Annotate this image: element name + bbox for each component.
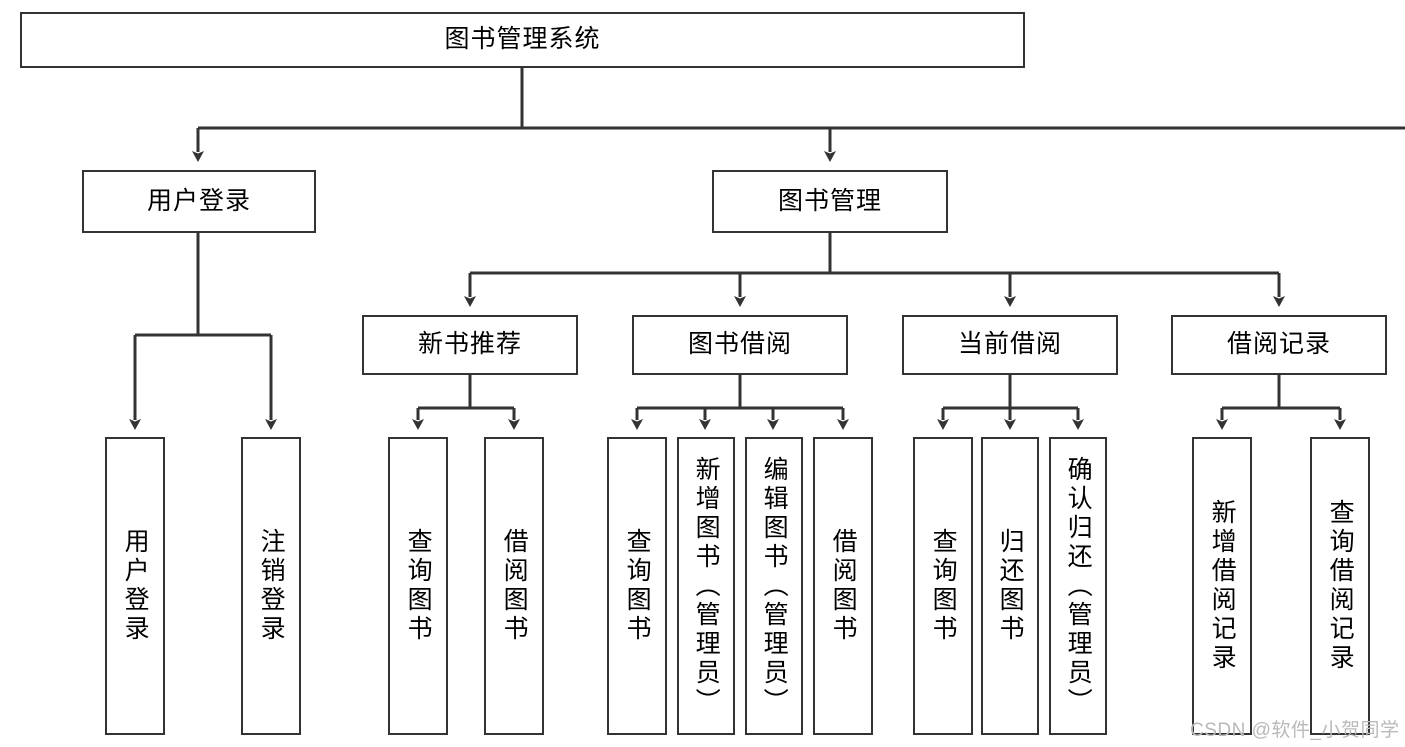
node-new-book-recommend[interactable]: 新书推荐 — [362, 315, 578, 375]
node-label: 查询借阅记录 — [1326, 499, 1355, 673]
node-label: 借阅图书 — [829, 528, 858, 644]
node-label: 用户登录 — [121, 528, 150, 644]
leaf-borrow-book-recommend[interactable]: 借阅图书 — [484, 437, 544, 735]
node-label: 新增借阅记录 — [1208, 499, 1237, 673]
node-root-book-management-system[interactable]: 图书管理系统 — [20, 12, 1025, 68]
leaf-edit-book-admin[interactable]: 编辑图书（管理员） — [745, 437, 803, 735]
node-borrow-record[interactable]: 借阅记录 — [1171, 315, 1387, 375]
node-label: 归还图书 — [996, 528, 1025, 644]
node-label: 查询图书 — [929, 528, 958, 644]
node-book-borrow[interactable]: 图书借阅 — [632, 315, 848, 375]
node-label: 确认归还（管理员） — [1064, 455, 1093, 717]
leaf-return-book[interactable]: 归还图书 — [981, 437, 1039, 735]
leaf-query-borrow-record[interactable]: 查询借阅记录 — [1310, 437, 1370, 735]
leaf-query-book-borrow[interactable]: 查询图书 — [607, 437, 667, 735]
csdn-watermark: CSDN @软件_小贺同学 — [1190, 720, 1400, 741]
node-label: 查询图书 — [404, 528, 433, 644]
node-label: 用户登录 — [146, 186, 251, 215]
leaf-user-login[interactable]: 用户登录 — [105, 437, 165, 735]
node-label: 图书管理系统 — [444, 25, 601, 54]
leaf-query-book-current[interactable]: 查询图书 — [913, 437, 973, 735]
node-current-borrow[interactable]: 当前借阅 — [902, 315, 1118, 375]
node-label: 借阅记录 — [1226, 330, 1331, 359]
leaf-add-borrow-record[interactable]: 新增借阅记录 — [1192, 437, 1252, 735]
node-label: 注销登录 — [257, 528, 286, 644]
node-label: 编辑图书（管理员） — [760, 455, 789, 717]
node-label: 当前借阅 — [957, 330, 1062, 359]
node-label: 查询图书 — [623, 528, 652, 644]
leaf-logout[interactable]: 注销登录 — [241, 437, 301, 735]
node-label: 新书推荐 — [417, 330, 522, 359]
node-label: 借阅图书 — [500, 528, 529, 644]
node-book-management[interactable]: 图书管理 — [712, 170, 948, 233]
node-label: 图书管理 — [777, 186, 882, 215]
node-label: 图书借阅 — [687, 330, 792, 359]
leaf-add-book-admin[interactable]: 新增图书（管理员） — [677, 437, 735, 735]
leaf-confirm-return-admin[interactable]: 确认归还（管理员） — [1049, 437, 1107, 735]
leaf-query-book-recommend[interactable]: 查询图书 — [388, 437, 448, 735]
node-user-login[interactable]: 用户登录 — [82, 170, 316, 233]
leaf-borrow-book[interactable]: 借阅图书 — [813, 437, 873, 735]
node-label: 新增图书（管理员） — [692, 455, 721, 717]
